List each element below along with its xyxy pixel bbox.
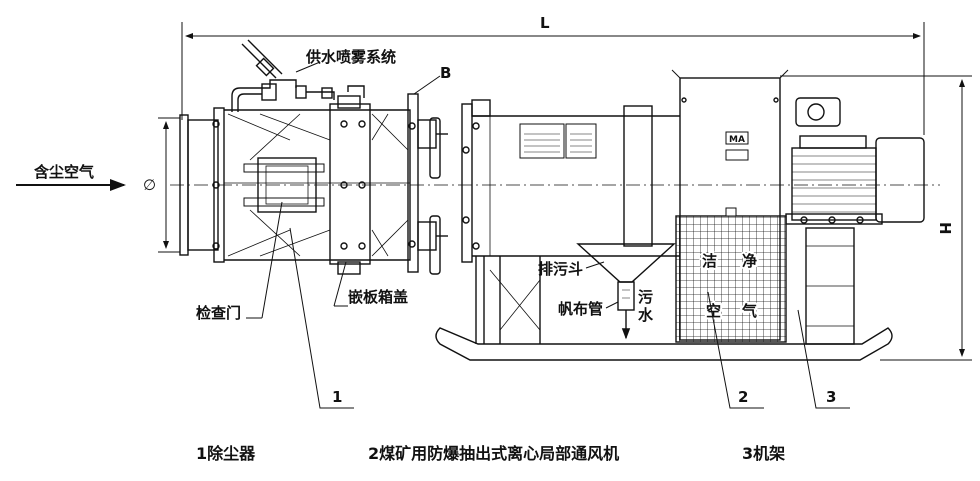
dimension-h-label: H (936, 222, 954, 235)
dimension-l (181, 22, 925, 135)
section-b-leader (413, 75, 441, 95)
inspection-door-label: 检查门 (196, 304, 241, 322)
inlet-label: 含尘空气 (34, 163, 94, 181)
water-spray-label: 供水喷雾系统 (305, 48, 396, 66)
clean-air-4: 气 (741, 302, 757, 320)
sewage-label-2: 水 (638, 306, 654, 324)
dust-collector (179, 93, 448, 275)
legend-item-1: 1除尘器 (196, 444, 256, 463)
clean-air-2: 净 (742, 252, 757, 270)
legend-item-2: 2煤矿用防爆抽出式离心局部通风机 (368, 444, 620, 463)
dimension-h (780, 75, 972, 361)
legend: 1除尘器 2煤矿用防爆抽出式离心局部通风机 3机架 (0, 440, 980, 470)
callout-3: 3 (826, 388, 836, 406)
canvas-pipe-label: 帆布管 (558, 300, 603, 318)
callout-leaders (289, 227, 850, 409)
dimension-diameter-label: ∅ (143, 176, 156, 194)
legend-item-3: 3机架 (742, 444, 786, 463)
plate-box-cover-label: 嵌板箱盖 (348, 288, 408, 306)
water-spray-system (231, 39, 365, 112)
dimension-l-label: L (540, 14, 550, 32)
drain-hopper-label: 排污斗 (538, 260, 583, 278)
frame (435, 227, 893, 361)
sewage-label-1: 污 (638, 288, 653, 306)
ma-mark: MA (729, 135, 745, 145)
water-spray-leader (295, 61, 321, 73)
mesh-guard (675, 215, 787, 343)
clean-air-1: 洁 (702, 252, 717, 270)
callout-1: 1 (332, 388, 342, 406)
callout-2: 2 (738, 388, 748, 406)
section-b-label: B (440, 64, 451, 82)
dimension-diameter (158, 117, 180, 253)
clean-air-3: 空 (706, 302, 721, 320)
